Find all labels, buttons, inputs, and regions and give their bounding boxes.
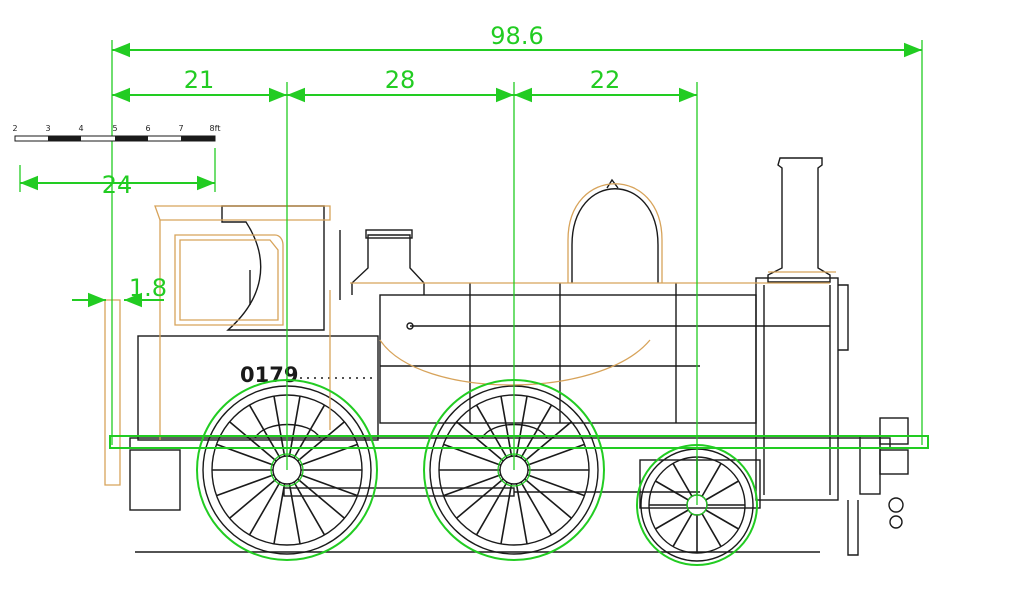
boiler	[379, 294, 757, 424]
wheel-spoke	[248, 481, 281, 536]
dimension-overlay: 98.6 21 28 22 24 1.8	[19, 22, 929, 566]
safety-valve	[351, 234, 425, 295]
scale-tick-4: 6	[145, 124, 150, 133]
loco-number: 0179	[240, 363, 298, 387]
wheel-spoke	[705, 509, 739, 530]
wheel-spoke	[475, 481, 508, 536]
seg3-dimension-label: 22	[590, 66, 621, 94]
wheel-spoke	[299, 474, 358, 497]
wheel-spoke	[520, 481, 553, 536]
chimney	[767, 157, 831, 283]
wheel-spoke	[456, 421, 504, 462]
wheel-spoke	[701, 513, 722, 547]
wheel-spoke	[701, 463, 722, 497]
wheel-spoke	[293, 404, 326, 459]
frame-outline	[109, 435, 929, 449]
front-buffer	[879, 417, 909, 445]
wheel-spoke	[248, 404, 281, 459]
wheel-spoke	[229, 421, 277, 462]
wheel-spoke	[524, 421, 572, 462]
wheel-spoke	[524, 478, 572, 519]
wheel-spoke	[288, 396, 301, 457]
smokebox	[755, 277, 839, 501]
wheel-spoke	[526, 474, 585, 497]
wheel-spoke	[672, 463, 693, 497]
wheel-spoke	[293, 481, 326, 536]
coupling-rod	[283, 487, 515, 497]
outline-overlay	[104, 183, 836, 486]
scale-dimension-label: 24	[102, 171, 133, 199]
small-dimension-label: 1.8	[129, 274, 167, 302]
scale-tick-5: 7	[178, 124, 183, 133]
seg1-dimension-label: 21	[184, 66, 215, 94]
scale-tick-1: 3	[45, 124, 50, 133]
wheel-spoke	[216, 474, 275, 497]
wheel-spoke	[520, 404, 553, 459]
wheel-spoke	[500, 396, 513, 457]
wheel-spoke	[456, 478, 504, 519]
seg2-dimension-label: 28	[385, 66, 416, 94]
wheel-spoke	[229, 478, 277, 519]
side-tank	[137, 335, 379, 441]
wheel-spoke	[297, 421, 345, 462]
cab	[221, 205, 325, 331]
wheel-spoke	[273, 396, 286, 457]
scale-tick-3: 5	[112, 124, 117, 133]
wheel-spoke	[273, 483, 286, 544]
wheel-spoke	[672, 513, 693, 547]
locomotive-ink: 0179	[129, 157, 909, 562]
overall-dimension-label: 98.6	[490, 22, 543, 50]
wheel-spoke	[705, 480, 739, 501]
wheel-spoke	[500, 483, 513, 544]
wheel-spoke	[515, 396, 528, 457]
scale-bar: 2 3 4 5 6 7 8ft	[12, 124, 221, 142]
wheel-spoke	[443, 474, 502, 497]
wheel-spoke	[515, 483, 528, 544]
dome	[571, 188, 659, 283]
wheel-spoke	[655, 509, 689, 530]
wheel-spoke	[288, 483, 301, 544]
wheel-spoke	[655, 480, 689, 501]
wheel-spoke	[297, 478, 345, 519]
scale-tick-2: 4	[78, 124, 83, 133]
wheel-spoke	[475, 404, 508, 459]
scale-tick-6: 8ft	[210, 124, 221, 133]
scale-tick-0: 2	[12, 124, 17, 133]
